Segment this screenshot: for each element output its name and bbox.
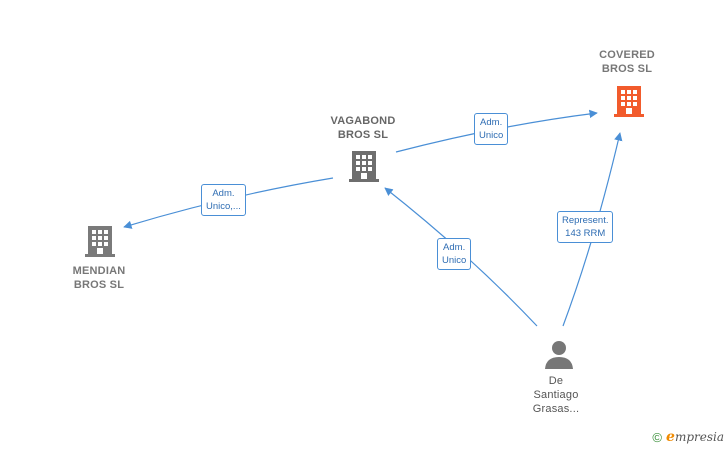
node-label-line: BROS SL xyxy=(337,129,389,141)
edge-label-line: Represent. xyxy=(562,215,609,226)
edge-label-person-covered[interactable]: Represent. 143 RRM xyxy=(557,211,614,243)
node-label-line: Grasas... xyxy=(532,403,580,415)
building-icon-mendian[interactable] xyxy=(84,224,116,258)
building-icon-covered[interactable] xyxy=(613,84,645,118)
node-label-line: BROS SL xyxy=(73,279,125,291)
copyright-icon: © xyxy=(652,429,663,445)
edge-label-line: Unico,... xyxy=(206,201,241,212)
brand-footer: © empresia xyxy=(652,429,724,445)
node-label-covered[interactable]: COVERED BROS SL xyxy=(582,48,672,76)
edge-label-person-vagabond[interactable]: Adm. Unico xyxy=(437,238,472,270)
edge-label-line: Adm. xyxy=(212,188,235,199)
building-icon-vagabond[interactable] xyxy=(348,149,380,183)
edge-label-line: 143 RRM xyxy=(565,228,606,239)
node-label-mendian[interactable]: MENDIAN BROS SL xyxy=(54,264,144,292)
brand-logo[interactable]: empresia xyxy=(666,429,724,445)
edge-label-line: Adm. xyxy=(443,242,466,253)
edge-label-line: Unico xyxy=(479,130,504,141)
node-label-line: COVERED xyxy=(599,49,655,61)
edge-label-line: Unico xyxy=(442,255,467,266)
node-label-vagabond[interactable]: VAGABOND BROS SL xyxy=(318,114,408,142)
edge-label-vagabond-mendian[interactable]: Adm. Unico,... xyxy=(201,184,246,216)
node-label-line: De xyxy=(548,375,564,387)
node-label-line: BROS SL xyxy=(601,63,653,75)
node-label-person[interactable]: De Santiago Grasas... xyxy=(511,374,601,416)
person-icon[interactable] xyxy=(543,338,575,370)
node-label-line: Santiago xyxy=(533,389,579,401)
edge-label-vagabond-covered[interactable]: Adm. Unico xyxy=(474,113,509,145)
node-label-line: MENDIAN xyxy=(72,265,126,277)
node-label-line: VAGABOND xyxy=(330,115,396,127)
edge-label-line: Adm. xyxy=(480,117,503,128)
